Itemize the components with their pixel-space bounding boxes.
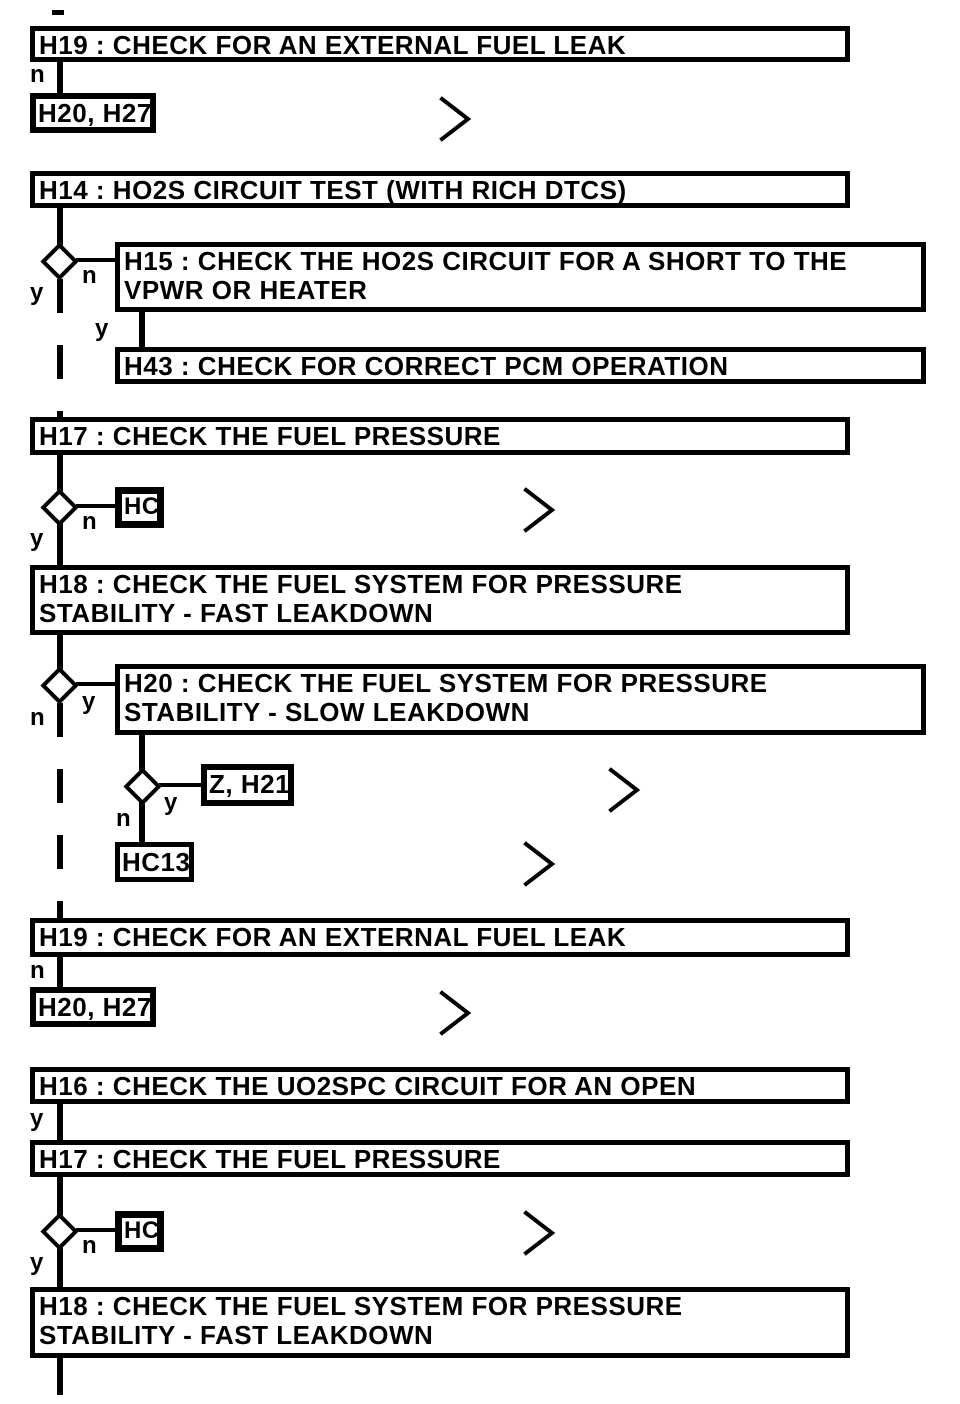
connector-h20-to-diamond	[139, 733, 145, 774]
branch-label-y-h14: y	[30, 279, 44, 306]
continuation-chevron-icon-5	[439, 990, 472, 1036]
process-box-h18-a: H18 : CHECK THE FUEL SYSTEM FOR PRESSURE…	[30, 565, 850, 635]
dashed-line-fragment-top	[52, 10, 64, 15]
continuation-chevron-icon-3	[608, 767, 641, 813]
connector-diamond-to-hc-a	[76, 504, 116, 508]
connector-diamond-to-hc-b	[76, 1228, 116, 1232]
dashed-connector-h18-to-h19	[57, 703, 63, 919]
branch-label-n-h17-b: n	[82, 1232, 97, 1259]
branch-label-y-h15: y	[95, 315, 109, 342]
branch-label-y-h17-a: y	[30, 525, 44, 552]
process-box-h14: H14 : HO2S CIRCUIT TEST (WITH RICH DTCS)	[30, 171, 850, 208]
connector-h15-to-h43	[139, 310, 145, 349]
process-box-h43: H43 : CHECK FOR CORRECT PCM OPERATION	[115, 347, 926, 384]
connector-diamond-to-h15	[76, 258, 116, 262]
connector-diamond-to-h18a	[57, 522, 63, 567]
ref-box-hc-a: HC	[115, 487, 164, 528]
ref-box-h20-h27-mid: H20, H27	[30, 987, 156, 1027]
branch-label-y-h17-b: y	[30, 1249, 44, 1276]
branch-label-n-h19-top: n	[30, 61, 45, 88]
branch-label-y-h18: y	[82, 688, 96, 715]
decision-diamond-h20	[123, 767, 162, 806]
decision-diamond-h17-b	[40, 1212, 79, 1251]
connector-diamond-to-hc13	[139, 801, 145, 844]
branch-label-n-h18: n	[30, 704, 45, 731]
branch-label-n-h14: n	[82, 262, 97, 289]
process-box-h19-mid: H19 : CHECK FOR AN EXTERNAL FUEL LEAK	[30, 918, 850, 957]
connector-diamond-to-h20	[76, 682, 116, 686]
process-box-h20: H20 : CHECK THE FUEL SYSTEM FOR PRESSURE…	[115, 664, 926, 735]
branch-label-n-h17-a: n	[82, 508, 97, 535]
connector-h17a-to-diamond	[57, 453, 63, 495]
dashed-connector-h14-to-h17	[57, 279, 63, 419]
connector-h18b-to-page-bottom	[57, 1356, 63, 1395]
process-box-h17-b: H17 : CHECK THE FUEL PRESSURE	[30, 1140, 850, 1177]
process-box-h15: H15 : CHECK THE HO2S CIRCUIT FOR A SHORT…	[115, 242, 926, 312]
ref-box-z-h21: Z, H21	[201, 764, 294, 806]
connector-h17b-to-diamond	[57, 1175, 63, 1219]
process-box-h18-b: H18 : CHECK THE FUEL SYSTEM FOR PRESSURE…	[30, 1287, 850, 1358]
branch-label-n-h19-mid: n	[30, 957, 45, 984]
connector-diamond-to-h18b	[57, 1246, 63, 1289]
ref-box-h20-h27-top: H20, H27	[30, 93, 156, 133]
continuation-chevron-icon-2	[523, 487, 556, 533]
decision-diamond-h17-a	[40, 488, 79, 527]
process-box-h16: H16 : CHECK THE UO2SPC CIRCUIT FOR AN OP…	[30, 1067, 850, 1104]
ref-box-hc13: HC13	[115, 842, 194, 882]
process-box-h17-a: H17 : CHECK THE FUEL PRESSURE	[30, 417, 850, 455]
branch-label-y-h20: y	[164, 789, 178, 816]
connector-h14-to-diamond	[57, 206, 63, 248]
process-box-h19-top: H19 : CHECK FOR AN EXTERNAL FUEL LEAK	[30, 26, 850, 62]
decision-diamond-h18	[40, 666, 79, 705]
branch-label-y-h16: y	[30, 1105, 44, 1132]
ref-box-hc-b: HC	[115, 1211, 164, 1252]
decision-diamond-h14	[40, 242, 79, 281]
connector-h16-to-h17	[57, 1102, 63, 1142]
continuation-chevron-icon-6	[523, 1210, 556, 1256]
branch-label-n-h20: n	[116, 805, 131, 832]
continuation-chevron-icon-4	[523, 841, 556, 887]
connector-h18a-to-diamond	[57, 633, 63, 673]
continuation-chevron-icon-1	[439, 96, 472, 142]
connector-h19mid-to-h20h27	[57, 955, 63, 989]
connector-diamond-to-z-h21	[159, 783, 203, 787]
connector-h19-to-h20h27	[57, 60, 63, 95]
